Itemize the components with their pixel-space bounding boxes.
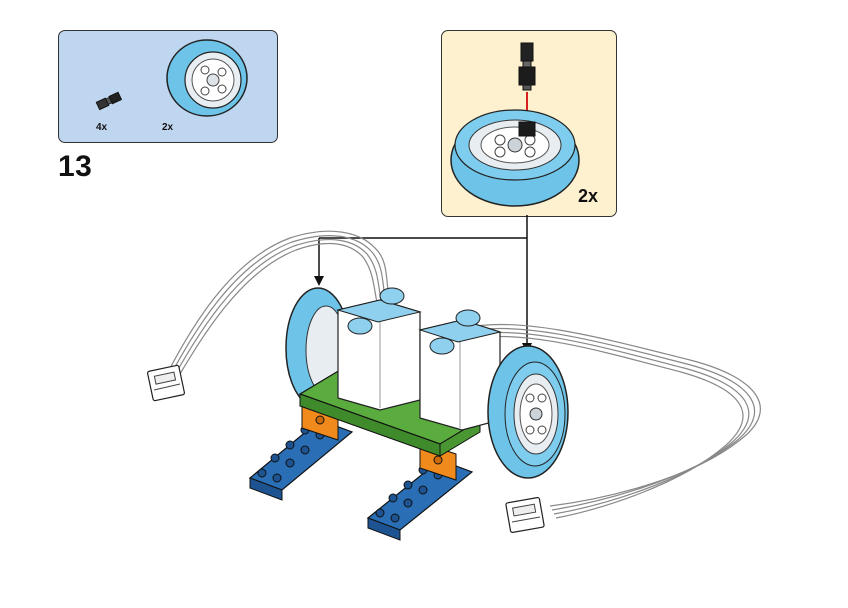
right-blue-plate (366, 459, 474, 541)
right-cable (465, 323, 761, 519)
sub-assembly-multiplier: 2x (578, 186, 599, 206)
sub-assembly-pin-icon (518, 42, 536, 91)
part-qty-axle-pin: 4x (96, 122, 108, 133)
part-qty-wheel: 2x (162, 122, 174, 133)
axle-pin-icon (95, 91, 123, 111)
step-number: 13 (58, 150, 93, 183)
sub-assembly-wheel-icon (450, 109, 580, 207)
right-wheel (487, 345, 569, 479)
left-cable-plug (147, 364, 185, 402)
wheel-icon (166, 39, 248, 117)
left-cable (167, 230, 391, 385)
motor-blocks (336, 287, 502, 431)
right-cable-plug (505, 496, 545, 534)
